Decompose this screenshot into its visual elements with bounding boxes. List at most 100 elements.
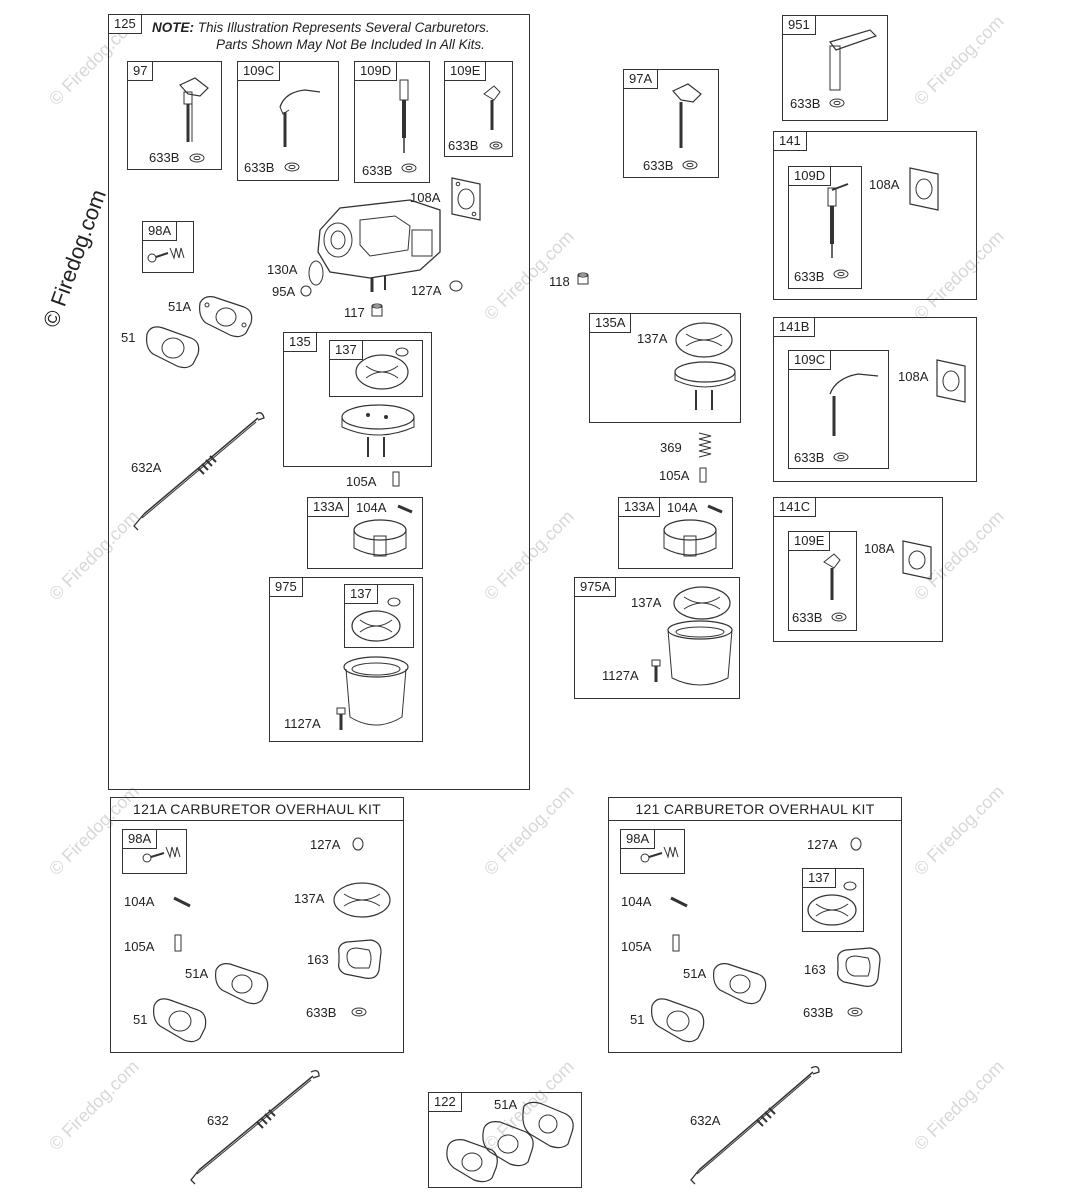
gasket-163-drawing [338, 939, 382, 979]
choke-shaft-drawing [483, 85, 501, 130]
label-95a: 95A [272, 284, 296, 299]
note-line1: This Illustration Represents Several Car… [194, 20, 490, 35]
label-137a: 137A [637, 331, 668, 346]
label-117: 117 [344, 305, 365, 320]
label-163: 163 [307, 952, 329, 967]
label-633b: 633B [794, 269, 825, 284]
diaphragm-drawing [675, 322, 733, 358]
ref-98a: 98A [123, 830, 158, 849]
jet-drawing [577, 272, 589, 285]
label-105a: 105A [621, 939, 652, 954]
watermark: © Firedog.com [45, 1056, 143, 1155]
part-box-975a: 975A [574, 577, 740, 699]
label-633b: 633B [362, 163, 393, 178]
choke-shaft-drawing [823, 553, 841, 600]
label-633b: 633B [803, 1005, 834, 1020]
part-box-98a: 98A [142, 221, 194, 273]
label-633b: 633B [306, 1005, 337, 1020]
choke-shaft-drawing [279, 89, 321, 147]
diaphragm-drawing [673, 586, 731, 620]
label-633b: 633B [794, 450, 825, 465]
part-box-97: 97 [127, 61, 222, 170]
part-box-109e: 109E [444, 61, 513, 157]
label-104a: 104A [124, 894, 155, 909]
carburetor-body-drawing [317, 199, 441, 292]
kit-box-121a: 121A CARBURETOR OVERHAUL KIT [110, 797, 404, 1053]
o-ring-drawing [352, 837, 364, 851]
label-632a: 632A [131, 460, 162, 475]
note-line2: Parts Shown May Not Be Included In All K… [216, 37, 485, 52]
label-137a: 137A [631, 595, 662, 610]
label-108a: 108A [410, 190, 441, 205]
label-633b: 633B [448, 138, 479, 153]
part-box-109d: 109D [788, 166, 862, 289]
label-104a: 104A [667, 500, 698, 515]
label-369: 369 [660, 440, 682, 455]
label-633b: 633B [643, 158, 674, 173]
spring-drawing [698, 432, 712, 458]
gasket-drawing [936, 359, 966, 403]
fuel-bowl-cover-drawing [341, 404, 415, 457]
governor-link-drawing [690, 1066, 820, 1185]
screw-drawing [651, 659, 661, 682]
fuel-bowl-drawing [343, 656, 409, 726]
kit-title-121: 121 CARBURETOR OVERHAUL KIT [609, 798, 901, 821]
ref-137: 137 [330, 341, 363, 360]
o-ring-drawing [850, 837, 862, 851]
float-drawing [663, 504, 723, 557]
ref-133a: 133A [308, 498, 350, 517]
diaphragm-drawing [351, 597, 401, 642]
ref-141: 141 [774, 132, 807, 151]
watermark: © Firedog.com [910, 11, 1008, 110]
ref-97a: 97A [624, 70, 659, 89]
watermark: © Firedog.com [910, 781, 1008, 880]
kit-box-121: 121 CARBURETOR OVERHAUL KIT [608, 797, 902, 1053]
part-box-141c: 141C [773, 497, 943, 642]
part-box-137: 137 [329, 340, 423, 397]
part-box-141b: 141B [773, 317, 977, 482]
ref-109e: 109E [445, 62, 487, 81]
ref-975: 975 [270, 578, 303, 597]
part-box-109e: 109E [788, 531, 857, 631]
label-105a: 105A [124, 939, 155, 954]
part-box-109c: 109C [237, 61, 339, 181]
gasket-51a-drawing [713, 963, 767, 1005]
watermark: © Firedog.com [910, 1056, 1008, 1155]
diaphragm-drawing [355, 347, 409, 390]
label-51a: 51A [683, 966, 707, 981]
washer-drawing [401, 163, 417, 173]
ref-109d: 109D [789, 167, 832, 186]
gasket-51-drawing [146, 326, 200, 369]
gasket-drawing [909, 167, 939, 211]
diaphragm-drawing [807, 881, 857, 926]
shaft-drawing [829, 29, 878, 91]
washer-drawing [829, 98, 845, 108]
washer-drawing [189, 153, 205, 163]
label-127a: 127A [411, 283, 442, 298]
label-105a: 105A [346, 474, 377, 489]
gasket-drawing [902, 540, 932, 580]
label-104a: 104A [621, 894, 652, 909]
part-box-135a: 135A [589, 313, 741, 423]
choke-shaft-drawing [827, 183, 849, 258]
note-text: NOTE: This Illustration Represents Sever… [152, 19, 490, 36]
washer-drawing [847, 1007, 863, 1017]
label-118: 118 [549, 274, 570, 289]
copyright-text: © Firedog.com [38, 186, 111, 331]
choke-shaft-drawing [829, 373, 879, 436]
diaphragm-drawing [333, 882, 391, 918]
label-51: 51 [133, 1012, 148, 1027]
ref-109e: 109E [789, 532, 831, 551]
part-box-137: 137 [802, 868, 864, 932]
pin-drawing [173, 896, 191, 908]
ref-951: 951 [783, 16, 816, 35]
washer-drawing [284, 162, 300, 172]
washer-drawing [833, 269, 849, 279]
label-108a: 108A [898, 369, 929, 384]
label-163: 163 [804, 962, 826, 977]
part-box-98a: 98A [620, 829, 685, 874]
washer-drawing [831, 612, 847, 622]
ref-122: 122 [429, 1093, 462, 1112]
label-633b: 633B [790, 96, 821, 111]
screw-spring-drawing [142, 846, 181, 863]
